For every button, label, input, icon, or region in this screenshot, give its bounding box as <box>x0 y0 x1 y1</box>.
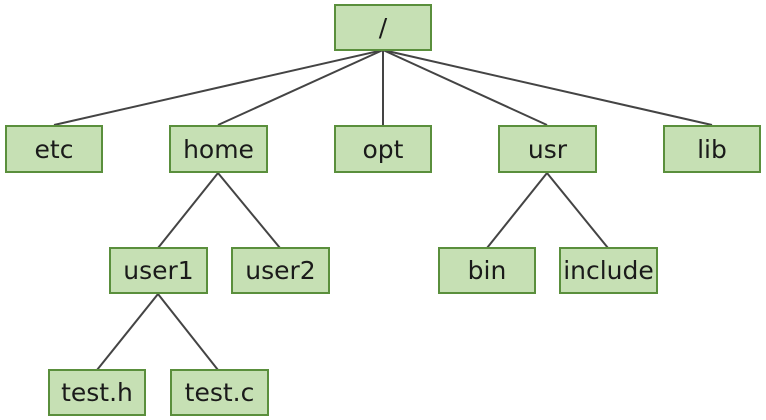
node-home: home <box>169 125 268 173</box>
edge-user1-testh <box>96 293 159 371</box>
edge-root-usr <box>382 49 548 126</box>
node-bin: bin <box>438 247 536 294</box>
node-include: include <box>559 247 658 294</box>
edge-home-user2 <box>217 172 281 249</box>
edge-user1-testc <box>157 293 219 371</box>
edge-root-home <box>217 49 384 126</box>
node-opt: opt <box>334 125 432 173</box>
edge-usr-include <box>546 172 609 249</box>
node-etc: etc <box>5 125 103 173</box>
node-root: / <box>334 4 432 51</box>
node-user1: user1 <box>109 247 208 294</box>
node-usr: usr <box>498 125 597 173</box>
node-test-c: test.c <box>170 369 269 416</box>
edge-usr-bin <box>486 172 548 249</box>
node-test-h: test.h <box>48 369 146 416</box>
node-user2: user2 <box>231 247 330 294</box>
node-lib: lib <box>663 125 761 173</box>
edge-root-lib <box>382 49 713 126</box>
edge-root-etc <box>53 49 384 126</box>
edge-home-user1 <box>157 172 219 249</box>
